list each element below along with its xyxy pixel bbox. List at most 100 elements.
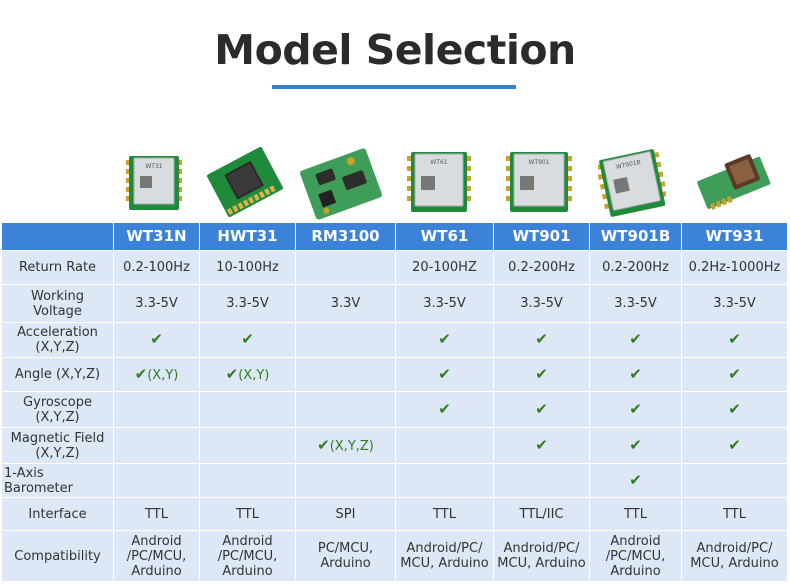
check-icon: ✔	[629, 435, 642, 454]
check-icon: ✔	[728, 364, 741, 383]
table-row: 1-Axis Barometer ✔	[1, 463, 788, 498]
table-cell	[295, 357, 396, 392]
table-cell: ✔	[589, 463, 682, 498]
table-cell: ✔	[589, 391, 682, 428]
table-cell: TTL	[589, 497, 682, 531]
row-label: Angle (X,Y,Z)	[1, 357, 114, 392]
column-header: WT61	[395, 222, 494, 251]
column-header: WT901B	[589, 222, 682, 251]
table-cell: Android/PC/MCU,Arduino	[589, 530, 682, 582]
table-cell: ✔	[113, 322, 200, 358]
table-cell: ✔	[395, 322, 494, 358]
table-cell: Android/PC/MCU, Arduino	[493, 530, 590, 582]
row-label: 1-Axis Barometer	[1, 463, 114, 498]
table-cell: 3.3-5V	[113, 284, 200, 323]
page-title: Model Selection	[214, 26, 576, 74]
check-icon: ✔	[438, 399, 451, 418]
table-header-row: WT31N HWT31 RM3100 WT61 WT901 WT901B WT9…	[1, 222, 788, 251]
table-cell: SPI	[295, 497, 396, 531]
table-cell	[295, 463, 396, 498]
table-row: Acceleration(X,Y,Z) ✔ ✔ ✔ ✔ ✔ ✔	[1, 322, 788, 358]
title-underline	[272, 85, 516, 89]
column-header: WT31N	[113, 222, 200, 251]
product-image-wt31n: WT31	[126, 156, 182, 210]
table-cell: ✔	[395, 357, 494, 392]
product-image-wt901: WT901	[506, 152, 572, 212]
table-cell: TTL	[681, 497, 788, 531]
table-cell: 20-100HZ	[395, 250, 494, 285]
table-cell	[395, 427, 494, 464]
table-cell: ✔	[493, 322, 590, 358]
table-cell: TTL	[113, 497, 200, 531]
table-cell: 0.2-100Hz	[113, 250, 200, 285]
table-cell: 3.3-5V	[199, 284, 296, 323]
check-icon: ✔	[241, 330, 254, 348]
table-cell: ✔	[493, 391, 590, 428]
row-label: Gyroscope(X,Y,Z)	[1, 391, 114, 428]
check-icon: ✔	[728, 435, 741, 454]
check-icon: ✔	[535, 364, 548, 383]
table-cell: 0.2Hz-1000Hz	[681, 250, 788, 285]
table-cell: ✔	[681, 391, 788, 428]
model-comparison-table: WT31N HWT31 RM3100 WT61 WT901 WT901B WT9…	[1, 222, 788, 582]
check-icon: ✔	[728, 330, 741, 348]
table-cell: ✔	[395, 391, 494, 428]
table-cell: 3.3-5V	[681, 284, 788, 323]
check-icon: ✔	[535, 435, 548, 454]
table-cell: ✔	[493, 357, 590, 392]
table-cell: ✔	[681, 427, 788, 464]
table-cell	[113, 391, 200, 428]
check-icon: ✔	[134, 364, 148, 383]
row-label: Return Rate	[1, 250, 114, 285]
table-cell: ✔(X,Y,Z)	[295, 427, 396, 464]
table-cell: 0.2-200Hz	[589, 250, 682, 285]
table-cell	[295, 391, 396, 428]
check-icon: ✔	[535, 330, 548, 348]
table-row: Angle (X,Y,Z)✔(X,Y)✔(X,Y)✔✔✔✔	[1, 357, 788, 392]
table-cell: TTL	[199, 497, 296, 531]
table-cell: 3.3-5V	[395, 284, 494, 323]
row-label: Magnetic Field(X,Y,Z)	[1, 427, 114, 464]
table-cell: 3.3-5V	[493, 284, 590, 323]
check-icon: ✔	[438, 330, 451, 348]
table-cell: ✔(X,Y)	[113, 357, 200, 392]
column-header: WT901	[493, 222, 590, 251]
table-cell: 3.3-5V	[589, 284, 682, 323]
column-header: RM3100	[295, 222, 396, 251]
table-row: Magnetic Field(X,Y,Z) ✔(X,Y,Z) ✔ ✔ ✔	[1, 427, 788, 464]
check-note: (X,Y,Z)	[329, 438, 374, 454]
product-image-wt931	[697, 154, 771, 210]
table-cell: 0.2-200Hz	[493, 250, 590, 285]
table-cell	[199, 391, 296, 428]
product-image-hwt31	[207, 146, 283, 218]
table-cell: ✔	[589, 357, 682, 392]
check-note: (X,Y)	[238, 367, 270, 383]
table-cell: 10-100Hz	[199, 250, 296, 285]
check-icon: ✔	[629, 330, 642, 348]
check-icon: ✔	[438, 364, 451, 383]
header-corner	[1, 222, 114, 251]
table-cell: ✔	[681, 357, 788, 392]
table-cell: TTL	[395, 497, 494, 531]
chip-label: WT31	[145, 163, 162, 170]
table-cell: PC/MCU,Arduino	[295, 530, 396, 582]
table-cell: ✔	[589, 427, 682, 464]
table-cell: TTL/IIC	[493, 497, 590, 531]
table-cell	[113, 463, 200, 498]
check-note: (X,Y)	[147, 367, 179, 383]
table-cell: Android/PC/MCU, Arduino	[395, 530, 494, 582]
check-icon: ✔	[629, 399, 642, 418]
table-cell	[493, 463, 590, 498]
table-cell: ✔	[493, 427, 590, 464]
check-icon: ✔	[728, 399, 741, 418]
table-cell: Android/PC/MCU,Arduino	[199, 530, 296, 582]
product-images: WT31 WT61 WT901	[0, 140, 790, 222]
table-cell: 3.3V	[295, 284, 396, 323]
check-icon: ✔	[150, 330, 163, 348]
product-image-wt901b: WT901B	[598, 149, 666, 217]
table-cell	[199, 463, 296, 498]
row-label: Acceleration(X,Y,Z)	[1, 322, 114, 358]
